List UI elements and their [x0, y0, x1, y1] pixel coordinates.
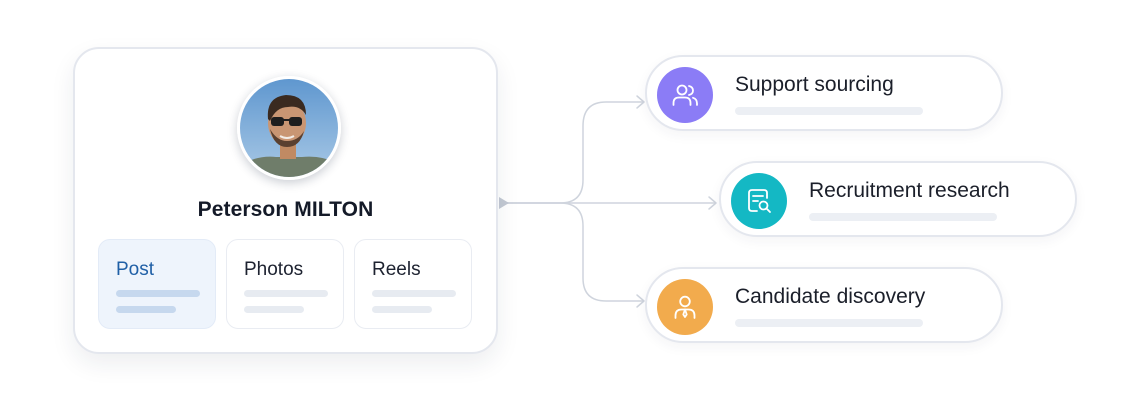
placeholder-line	[809, 213, 997, 221]
placeholder-line	[244, 290, 328, 297]
action-candidate-discovery[interactable]: Candidate discovery	[645, 267, 1003, 343]
document-search-icon	[731, 173, 787, 229]
action-label: Recruitment research	[809, 179, 1010, 202]
tab-photos[interactable]: Photos	[226, 239, 344, 329]
placeholder-line	[372, 290, 456, 297]
profile-card: Peterson MILTON Post Photos Reels	[73, 47, 498, 354]
action-label: Candidate discovery	[735, 285, 926, 308]
users-icon	[657, 67, 713, 123]
action-support-sourcing[interactable]: Support sourcing	[645, 55, 1003, 131]
tab-label: Reels	[372, 259, 421, 280]
placeholder-line	[735, 319, 923, 327]
placeholder-line	[244, 306, 304, 313]
tab-label: Post	[116, 259, 155, 280]
profile-name: Peterson MILTON	[197, 198, 374, 221]
person-tie-icon	[657, 279, 713, 335]
tab-post[interactable]: Post	[98, 239, 216, 329]
placeholder-line	[116, 290, 200, 297]
action-label: Support sourcing	[735, 73, 894, 96]
placeholder-line	[116, 306, 176, 313]
avatar	[237, 76, 341, 180]
placeholder-line	[372, 306, 432, 313]
placeholder-line	[735, 107, 923, 115]
action-recruitment-research[interactable]: Recruitment research	[719, 161, 1077, 237]
tab-reels[interactable]: Reels	[354, 239, 472, 329]
tab-label: Photos	[244, 259, 304, 280]
